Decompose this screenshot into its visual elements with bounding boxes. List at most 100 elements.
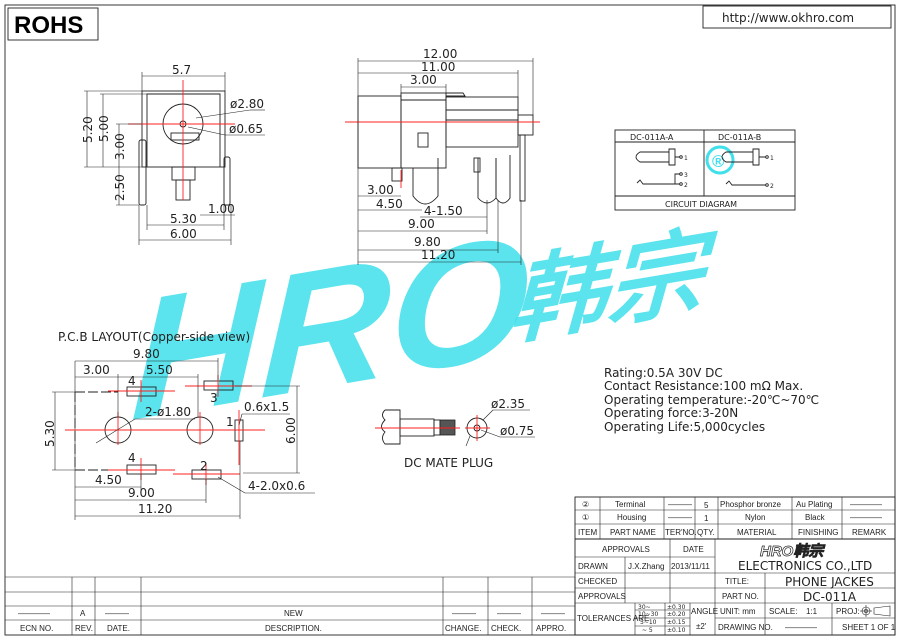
svg-text:Nylon: Nylon (745, 513, 765, 522)
svg-text:Au Plating: Au Plating (796, 500, 832, 509)
svg-text:QTY.: QTY. (697, 528, 715, 537)
svg-text:1: 1 (684, 155, 688, 162)
svg-text:———: ——— (541, 609, 565, 618)
svg-text:CHECKED: CHECKED (578, 577, 617, 586)
svg-text:6.00: 6.00 (284, 417, 298, 444)
svg-text:2-ø1.80: 2-ø1.80 (145, 405, 191, 419)
svg-text:REMARK: REMARK (852, 528, 887, 537)
company-logo: HRO韩宗 (760, 542, 826, 560)
svg-text:TER'NO.: TER'NO. (665, 528, 697, 537)
svg-text:5: 5 (704, 501, 709, 510)
svg-text:9.00: 9.00 (128, 486, 155, 500)
svg-text:REV.: REV. (75, 624, 93, 633)
pcb-layout: P.C.B LAYOUT(Copper-side view) 4 3 1 4 2… (43, 330, 315, 520)
svg-text:5.20: 5.20 (81, 116, 95, 143)
svg-text:DESCRIPTION.: DESCRIPTION. (265, 624, 322, 633)
svg-text:DRAWING NO.: DRAWING NO. (718, 623, 773, 632)
svg-text:3: 3 (684, 172, 688, 179)
svg-text:ITEM: ITEM (578, 528, 597, 537)
svg-text:5.30: 5.30 (43, 420, 57, 447)
svg-text:2: 2 (770, 183, 774, 190)
registered-mark: ® (705, 145, 735, 175)
svg-text:Housing: Housing (617, 513, 646, 522)
drawing-border (4, 4, 896, 636)
svg-text:APPROVALS: APPROVALS (578, 592, 626, 601)
svg-text:~ 5: ~ 5 (642, 627, 653, 634)
svg-text:5.50: 5.50 (146, 363, 173, 377)
svg-text:PROJ:: PROJ: (836, 607, 860, 616)
svg-text:5.00: 5.00 (97, 115, 111, 142)
svg-text:DC-011A: DC-011A (803, 590, 857, 604)
svg-text:DATE: DATE (683, 545, 704, 554)
svg-text:SHEET 1 OF 1: SHEET 1 OF 1 (842, 623, 896, 632)
svg-text:Phosphor bronze: Phosphor bronze (720, 500, 781, 509)
svg-text:3.00: 3.00 (113, 133, 127, 160)
svg-text:———: ——— (452, 609, 476, 618)
svg-text:CHECK.: CHECK. (491, 624, 521, 633)
specifications: Rating:0.5A 30V DC Contact Resistance:10… (604, 366, 819, 434)
svg-text:————: ———— (850, 513, 882, 522)
svg-text:PART NO.: PART NO. (722, 592, 759, 601)
svg-text:PHONE JACKES: PHONE JACKES (785, 575, 874, 589)
svg-text:2: 2 (684, 182, 688, 189)
svg-text:②: ② (582, 500, 589, 509)
svg-text:Rating:0.5A 30V DC: Rating:0.5A 30V DC (604, 366, 723, 380)
svg-text:±0.10: ±0.10 (667, 627, 686, 634)
svg-text:0.6x1.5: 0.6x1.5 (244, 400, 289, 414)
dc-mate-plug: ø2.35 ø0.75 DC MATE PLUG (375, 397, 535, 470)
svg-text:Black: Black (805, 513, 826, 522)
svg-text:±0.20: ±0.20 (667, 611, 686, 618)
svg-text:4.50: 4.50 (376, 197, 403, 211)
svg-text:ROHS: ROHS (14, 12, 83, 39)
svg-text:11.20: 11.20 (138, 502, 172, 516)
svg-text:±0.15: ±0.15 (667, 619, 686, 626)
svg-text:4-2.0x0.6: 4-2.0x0.6 (248, 479, 305, 493)
svg-text:3.00: 3.00 (83, 363, 110, 377)
svg-text:TOLERANCES ARE: TOLERANCES ARE (577, 614, 649, 623)
front-view: 5.7 5.20 5.00 3.00 2.50 1.00 5.30 6.00 ø… (81, 63, 265, 245)
svg-text:DC-011A-A: DC-011A-A (630, 133, 674, 142)
svg-text:———: ——— (497, 609, 521, 618)
svg-text:ø2.80: ø2.80 (230, 97, 264, 111)
watermark-chinese: 韩宗 (508, 217, 719, 356)
revision-table: ———— A ——— NEW ——— ——— ——— ECN NO. REV. … (5, 576, 576, 635)
svg-text:DC MATE PLUG: DC MATE PLUG (404, 456, 493, 470)
svg-text:UNIT: mm: UNIT: mm (720, 607, 756, 616)
svg-text:1: 1 (226, 415, 234, 429)
svg-text:2013/11/11: 2013/11/11 (671, 562, 710, 571)
svg-text:Contact Resistance:100 mΩ Max.: Contact Resistance:100 mΩ Max. (604, 379, 803, 393)
pcb-layout-title: P.C.B LAYOUT(Copper-side view) (58, 330, 250, 344)
svg-text:A: A (80, 609, 86, 618)
svg-text:FINISHING: FINISHING (798, 528, 838, 537)
svg-text:SCALE:: SCALE: (769, 607, 797, 616)
projection-symbol-icon (860, 605, 891, 617)
svg-text:DC-011A-B: DC-011A-B (718, 133, 761, 142)
svg-text:————: ———— (785, 623, 817, 632)
svg-text:1.00: 1.00 (208, 202, 235, 216)
rohs-badge: ROHS (7, 7, 99, 41)
svg-text:±0.30: ±0.30 (667, 604, 686, 611)
svg-text:Operating force:3-20N: Operating force:3-20N (604, 406, 738, 420)
svg-text:5.7: 5.7 (172, 63, 191, 77)
svg-text:ø0.75: ø0.75 (500, 424, 534, 438)
svg-text:————: ———— (850, 500, 882, 509)
svg-text:11.00: 11.00 (421, 60, 455, 74)
svg-text:ELECTRONICS CO.,LTD: ELECTRONICS CO.,LTD (738, 559, 872, 573)
svg-text:ø0.65: ø0.65 (229, 122, 263, 136)
svg-text:TITLE:: TITLE: (725, 577, 749, 586)
svg-text:———: ——— (105, 609, 129, 618)
svg-text:J.X.Zhang: J.X.Zhang (628, 562, 664, 571)
svg-text:4.50: 4.50 (95, 473, 122, 487)
svg-text:NEW: NEW (284, 609, 303, 618)
svg-text:5.30: 5.30 (170, 212, 197, 226)
svg-text:1: 1 (770, 155, 774, 162)
svg-text:APPRO.: APPRO. (536, 624, 566, 633)
svg-text:4-1.50: 4-1.50 (424, 204, 463, 218)
svg-text:1:1: 1:1 (806, 607, 818, 616)
svg-text:9.00: 9.00 (408, 217, 435, 231)
svg-text:±2': ±2' (696, 622, 707, 631)
svg-text:Operating Life:5,000cycles: Operating Life:5,000cycles (604, 420, 765, 434)
svg-text:3: 3 (210, 391, 218, 405)
svg-text:9.80: 9.80 (133, 347, 160, 361)
svg-text:Terminal: Terminal (615, 500, 645, 509)
